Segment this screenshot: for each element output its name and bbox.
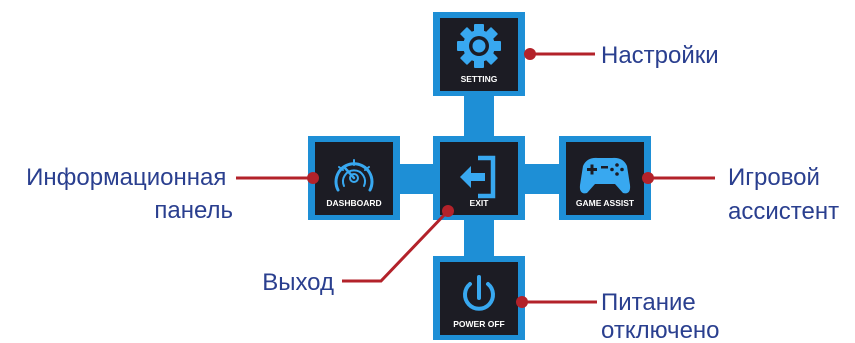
power-off-button-label: POWER OFF bbox=[453, 319, 504, 329]
power-off-button[interactable]: POWER OFF bbox=[433, 256, 525, 340]
leader-dots bbox=[307, 48, 654, 308]
setting-button[interactable]: SETTING bbox=[433, 12, 525, 96]
dashboard-button[interactable]: DASHBOARD bbox=[308, 136, 400, 220]
dashboard-leader-dot bbox=[307, 172, 319, 184]
leader-lines bbox=[236, 52, 715, 304]
game-assist-leader-dot bbox=[642, 172, 654, 184]
game-assist-button[interactable]: GAME ASSIST bbox=[559, 136, 651, 220]
gamepad-icon bbox=[579, 157, 631, 194]
power-off-callout: Питание отключено bbox=[601, 289, 720, 343]
gear-icon bbox=[457, 24, 501, 68]
exit-callout: Выход bbox=[262, 269, 334, 296]
game-assist-callout: Игровой ассистент bbox=[728, 164, 839, 225]
speedometer-icon bbox=[334, 159, 374, 192]
setting-leader-dot bbox=[524, 48, 536, 60]
game-assist-button-label: GAME ASSIST bbox=[576, 198, 635, 208]
dashboard-button-label: DASHBOARD bbox=[326, 198, 381, 208]
setting-callout: Настройки bbox=[601, 42, 719, 69]
exit-leader-line bbox=[342, 209, 450, 283]
exit-leader-dot bbox=[442, 205, 454, 217]
exit-arrow-icon bbox=[460, 155, 496, 199]
setting-button-label: SETTING bbox=[461, 74, 498, 84]
dashboard-callout: Информационная панель bbox=[26, 164, 233, 224]
exit-button-label: EXIT bbox=[470, 198, 490, 208]
power-off-leader-dot bbox=[516, 296, 528, 308]
power-icon bbox=[463, 275, 495, 311]
